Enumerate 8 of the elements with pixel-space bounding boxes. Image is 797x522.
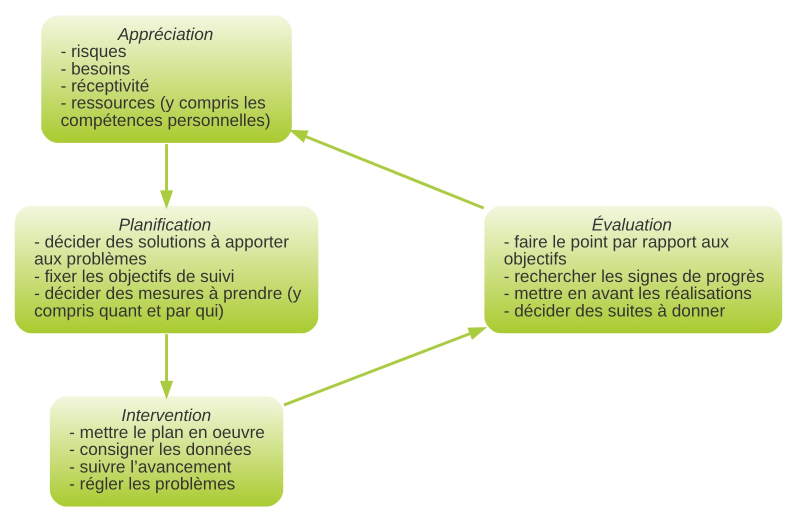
node-box: Intervention - mettre le plan en oeuvre - consigner les données - suivre l’avancement - régler les problèmes <box>48 394 285 508</box>
arrow <box>288 130 484 210</box>
arrow <box>283 327 488 406</box>
arrow <box>160 144 174 210</box>
arrow <box>160 334 174 400</box>
node-box: Évaluation - faire le point par rapport aux objectifs - rechercher les signes de progrès - mettre en avant les réalisations - décider des suites à donner <box>482 204 784 335</box>
node-box: Appréciation - risques - besoins - réceptivité - ressources (y compris les compétences personnelles) <box>40 14 294 144</box>
node-box: Planification - décider des solutions à apporter aux problèmes - fixer les objectifs de suivi - décider des mesures à prendre (y compris quant et par qui) <box>13 204 320 335</box>
